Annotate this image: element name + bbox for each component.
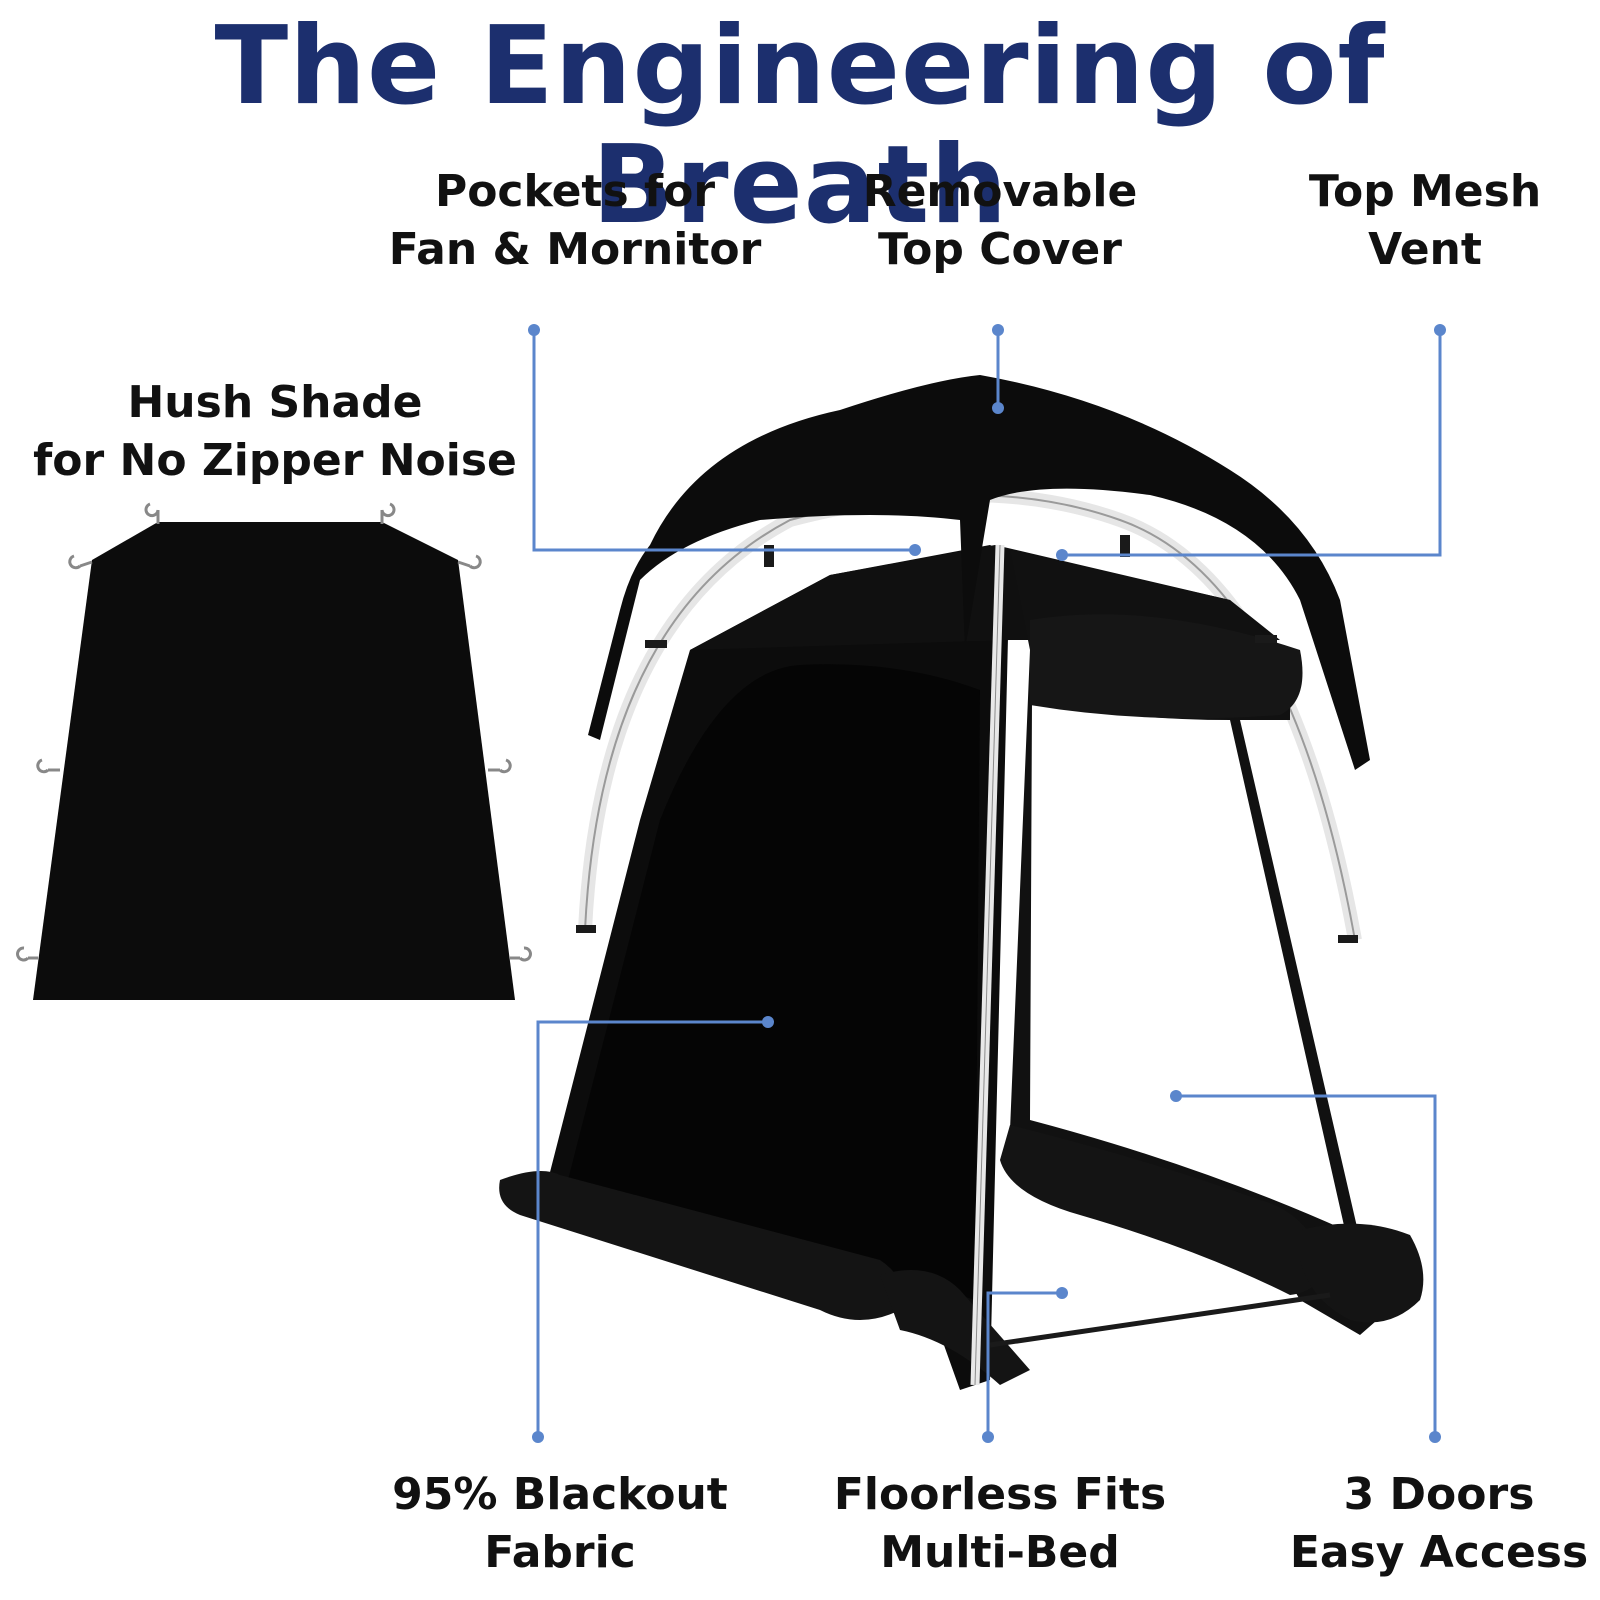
label-three-doors: 3 Doors Easy Access: [1289, 1469, 1589, 1578]
hook-icon: [510, 946, 532, 962]
label-blackout-fabric: 95% Blackout Fabric: [392, 1469, 728, 1578]
label-top-cover: Removable Top Cover: [862, 166, 1138, 275]
hush-shade-panel: [16, 502, 532, 1000]
hook-icon: [16, 946, 38, 962]
hook-icon: [457, 554, 482, 570]
hook-icon: [36, 758, 60, 774]
hook-icon: [68, 554, 93, 570]
page-title: The Engineering of Breath: [214, 4, 1386, 248]
label-floorless: Floorless Fits Multi-Bed: [833, 1469, 1167, 1578]
hook-icon: [380, 502, 396, 524]
label-pockets: Pockets for Fan & Mornitor: [388, 166, 762, 275]
label-hush-shade: Hush Shade for No Zipper Noise: [33, 377, 517, 486]
hook-icon: [488, 758, 512, 774]
callout-lines: [528, 324, 1446, 1443]
tent: [499, 375, 1424, 1390]
hook-icon: [144, 502, 160, 524]
label-top-mesh-vent: Top Mesh Vent: [1308, 166, 1542, 275]
